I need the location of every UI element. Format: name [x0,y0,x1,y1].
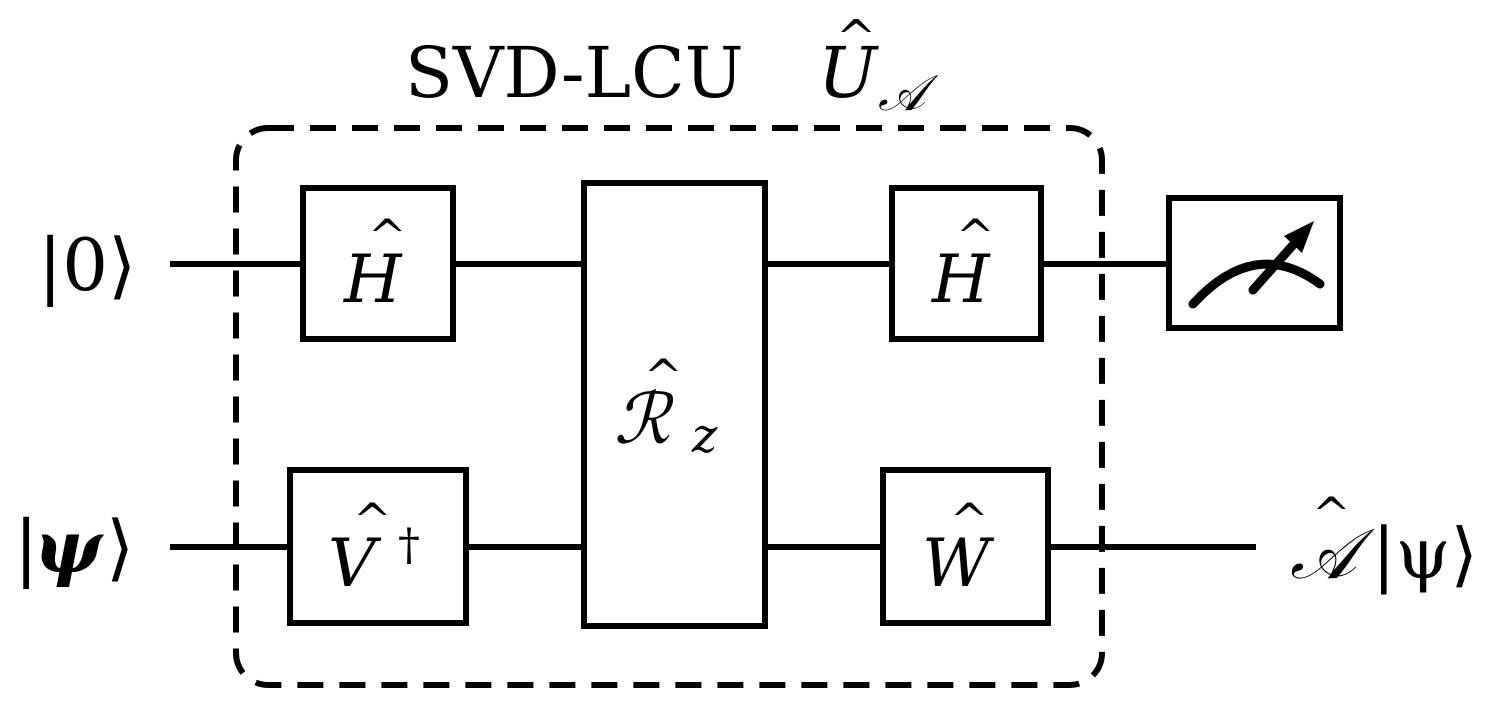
input-bottom-angle: ⟩ [106,505,134,589]
gate-hadamard-1: H ^ [300,185,456,342]
gate-w-hat: ^ [950,493,989,547]
input-label-bottom: | ψ ⟩ [14,504,134,589]
gate-hadamard-2: H ^ [889,185,1044,342]
title-prefix: SVD-LCU [405,32,744,114]
svd-lcu-boundary [233,125,1105,688]
input-bottom-bar: | [14,505,38,589]
gate-rotation-z: ℛ ^ z [581,180,768,629]
circuit-title: SVD-LCU U ^ 𝒜 [405,10,939,122]
gate-rotation-subscript: z [691,408,718,464]
gate-v-dagger-superscript: † [398,520,420,571]
gate-w: W ^ [880,467,1051,626]
gate-hadamard-1-symbol: H [343,241,403,318]
output-hat: ^ [1312,487,1351,541]
gate-w-symbol: W [922,525,995,602]
gate-hadamard-2-symbol: H [931,241,991,318]
gate-rotation-symbol: ℛ [614,378,674,460]
title-hat: ^ [836,10,876,66]
output-state: |ψ⟩ [1372,513,1478,595]
gate-v-dagger-hat: ^ [353,493,392,547]
gate-hadamard-2-hat: ^ [956,209,995,263]
meter-icon [1166,195,1343,331]
gate-v-dagger: V ^ † [287,467,469,626]
title-symbol: U [818,32,879,114]
gate-rotation-hat: ^ [644,349,683,403]
input-bottom-symbol: ψ [34,504,104,589]
output-label: 𝒜 ^ |ψ⟩ [1290,487,1478,595]
gate-hadamard-1-hat: ^ [368,209,407,263]
title-subscript: 𝒜 [878,64,939,122]
gate-v-dagger-symbol: V [328,525,382,602]
wires [170,261,1256,550]
input-label-top: |0⟩ [38,223,136,307]
